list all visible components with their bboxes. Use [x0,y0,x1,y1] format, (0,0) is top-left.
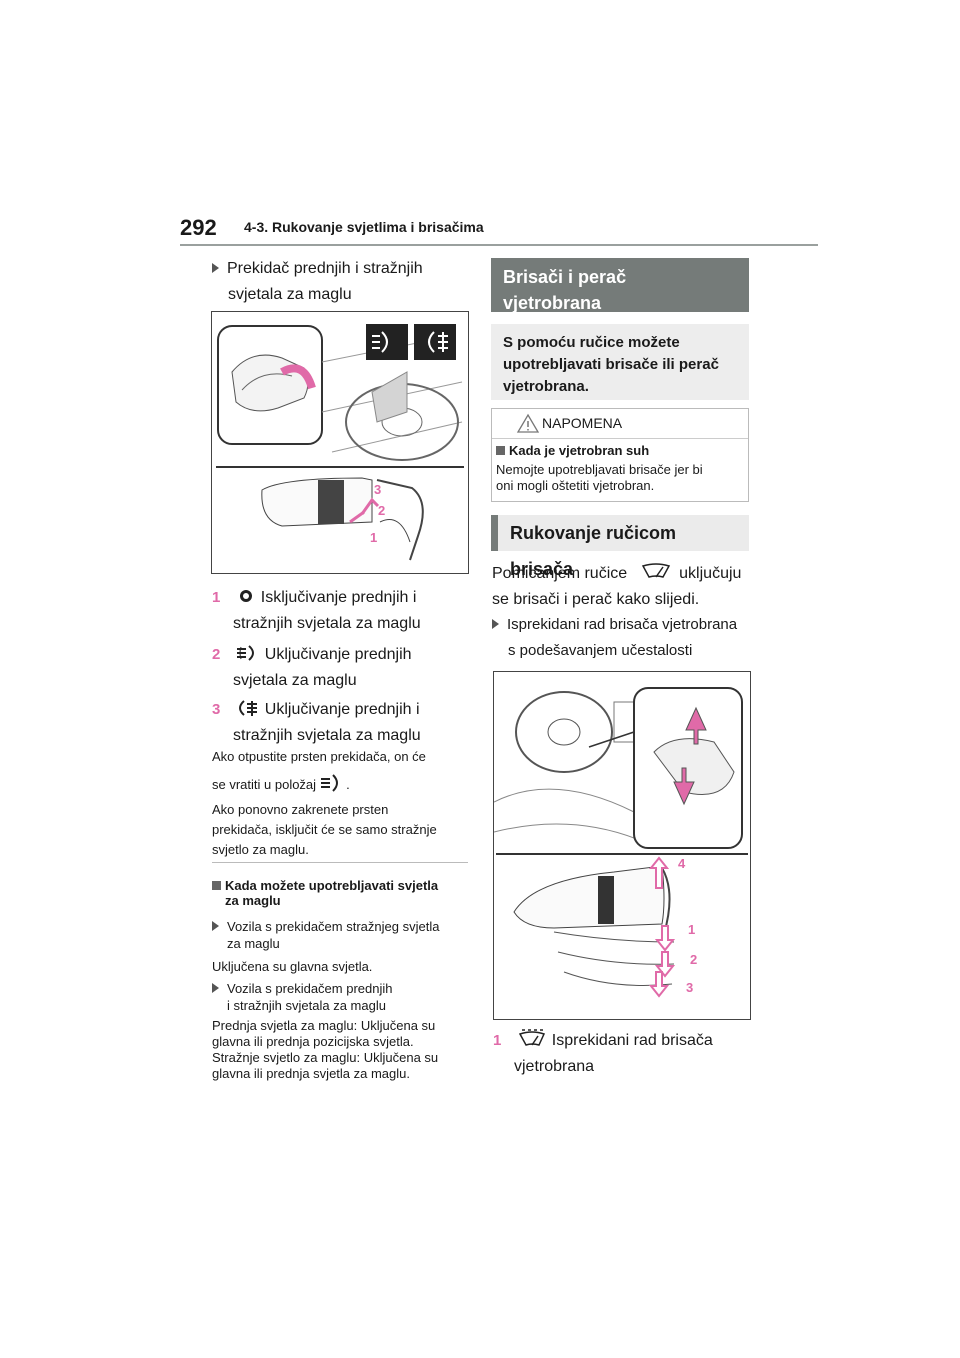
wiper-lever-illustration: 4 1 2 3 [494,687,748,998]
fog-switch-subtitle: Prekidač prednjih i stražnjih svjetala z… [212,256,423,308]
wiper-icon [642,563,671,578]
wiper-intro: S pomoću ručice možete upotrebljavati br… [491,324,749,400]
fog-item-2: 2 Uključivanje prednjih svjetala za magl… [212,645,412,689]
figure1-callout-2: 2 [378,503,385,518]
page-number: 292 [180,215,217,240]
intermittent-wiper-icon [518,1029,545,1046]
figure2-callout-4: 4 [678,856,686,871]
section-title: 4-3. Rukovanje svjetlima i brisačima [244,219,484,235]
wiper-item-1: 1 Isprekidani rad brisača vjetrobrana [493,1028,753,1080]
figure1-callout-1: 1 [370,530,377,545]
wiper-lever-heading: Rukovanje ručicom brisača [491,515,749,579]
fog-switch-figure: 3 2 1 [211,311,469,574]
bullet-arrow-icon [212,983,219,993]
fog-off-icon [239,590,252,602]
figure2-callout-2: 2 [690,952,697,967]
rear-fog-icon [238,700,257,716]
vehicle-front-rear-fog-text: Prednja svjetla za maglu: Uključena su g… [212,1018,439,1081]
vehicle-rear-fog-text: Uključena su glavna svjetla. [212,959,373,974]
wiper-lever-figure: 4 1 2 3 [493,671,751,1020]
front-fog-icon [236,645,254,661]
fog-item-3: 3 Uključivanje prednjih i stražnjih svje… [212,700,421,744]
square-bullet-icon [496,446,505,455]
notice-text: Nemojte upotrebljavati brisače jer bi on… [496,462,703,493]
bullet-arrow-icon [492,619,499,629]
bullet-arrow-icon [212,263,219,273]
figure2-callout-1: 1 [688,922,695,937]
figure2-callout-3: 3 [686,980,693,995]
divider [212,862,468,863]
when-fog-heading: Kada možete upotrebljavati svjetla za ma… [212,878,468,908]
vehicle-rear-fog: Vozila s prekidačem stražnjeg svjetla za… [212,918,468,952]
fog-item-1: 1 Isključivanje prednjih i stražnjih svj… [212,589,421,632]
square-bullet-icon [212,881,221,890]
notice-header: NAPOMENA [492,409,748,439]
wiper-intermittent-bullet: Isprekidani rad brisača vjetrobrana s po… [492,612,752,664]
front-fog-icon-inline [321,774,339,792]
header-rule [180,244,818,246]
fog-switch-illustration: 3 2 1 [216,324,464,561]
bullet-arrow-icon [212,921,219,931]
warning-triangle-icon [516,413,540,433]
fog-note-2: Ako ponovno zakrenete prsten prekidača, … [212,802,437,857]
notice-box: NAPOMENA Kada je vjetrobran suh Nemojte … [491,408,749,502]
vehicle-front-rear-fog: Vozila s prekidačem prednjih i stražnjih… [212,980,468,1014]
figure1-callout-3: 3 [374,482,381,497]
wiper-section-bar: Brisači i perač vjetrobrana [491,258,749,313]
notice-heading: Kada je vjetrobran suh [492,439,748,462]
fog-note-1: Ako otpustite prsten prekidača, on će se… [212,749,426,792]
